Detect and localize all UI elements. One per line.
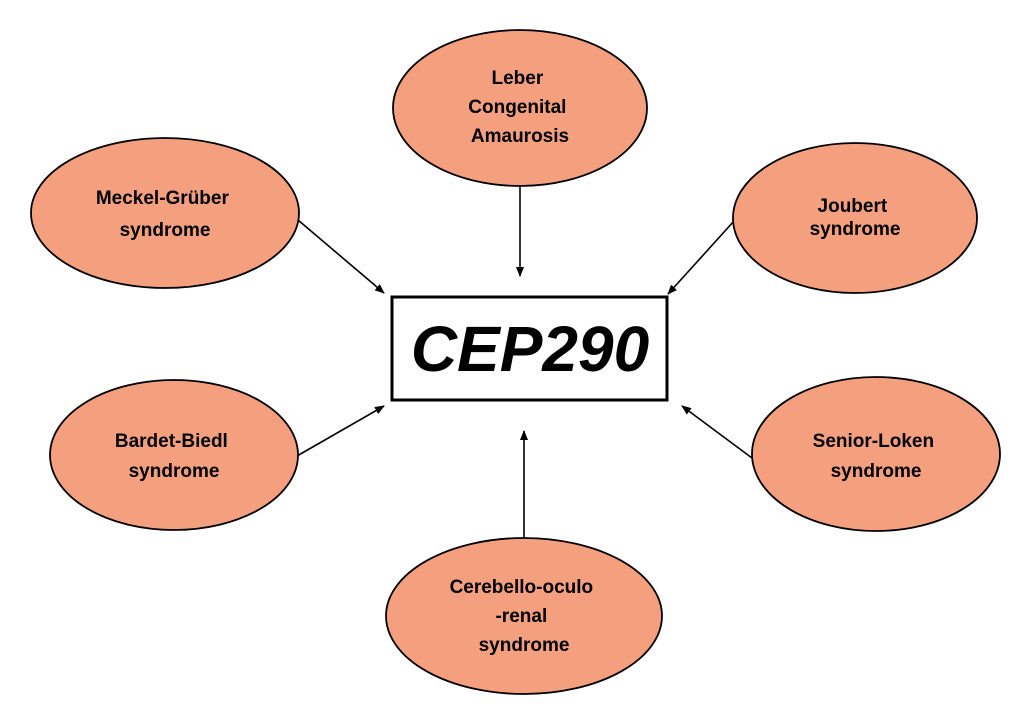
svg-text:Bardet-Biedl syndrome: Bardet-Biedl syndrome — [115, 431, 233, 482]
svg-text:Cerebello-oculo -renal: Cerebello-oculo -renal syndrome — [450, 577, 599, 656]
node-bardet-biedl-syndrome: Bardet-Biedl syndrome — [49, 379, 299, 531]
svg-text:Leber Congenital A: Leber Congenital Amaurosis — [468, 68, 571, 147]
node-label-line: Amaurosis — [471, 126, 569, 147]
node-label-line: Cerebello-oculo — [450, 577, 594, 598]
svg-text:Meckel-Grüber syndrome: Meckel-Grüber syndrome — [96, 188, 234, 241]
node-leber-congenital-amaurosis: Leber Congenital Amaurosis — [392, 29, 648, 187]
node-label-line: Congenital — [468, 97, 566, 118]
node-label-line: -renal — [495, 606, 547, 627]
arrow-meckel — [297, 219, 385, 294]
node-meckel-gruber-syndrome: Meckel-Grüber syndrome — [30, 137, 300, 289]
node-cerebello-oculo-renal-syndrome: Cerebello-oculo -renal syndrome — [385, 537, 663, 695]
node-label-line: Meckel-Grüber — [96, 188, 230, 209]
center-node: CEP290 — [390, 295, 669, 402]
node-label-line: syndrome — [831, 461, 922, 482]
arrow-senior — [681, 405, 753, 459]
node-label-line: syndrome — [120, 220, 211, 241]
arrow-bardet — [296, 405, 385, 457]
node-label-line: Joubert — [818, 196, 888, 217]
svg-text:Joubert syndrome: Joubert syndrome — [810, 196, 901, 240]
node-senior-loken-syndrome: Senior-Loken syndrome — [751, 376, 1001, 532]
arrow-joubert — [667, 220, 735, 295]
node-label-line: syndrome — [810, 219, 901, 240]
node-label-line: Bardet-Biedl — [115, 431, 228, 452]
node-label-line: Senior-Loken — [813, 431, 934, 452]
center-label: CEP290 — [411, 313, 649, 385]
node-label-line: syndrome — [479, 635, 570, 656]
node-joubert-syndrome: Joubert syndrome — [732, 142, 978, 294]
node-label-line: syndrome — [129, 461, 220, 482]
svg-text:Senior-Loken syndrome: Senior-Loken syndrome — [813, 431, 940, 482]
node-label-line: Leber — [491, 68, 543, 89]
